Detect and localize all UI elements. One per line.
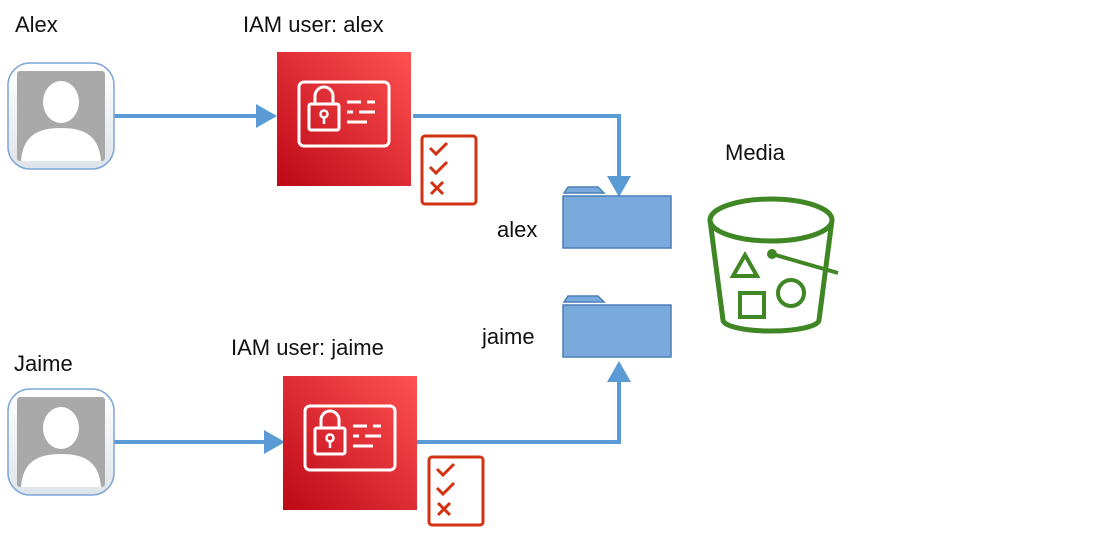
- policy-icon: [427, 455, 485, 527]
- iam-user-icon: [283, 376, 417, 510]
- user-avatar-icon: [7, 62, 115, 170]
- iam-user-label-alex: IAM user: alex: [243, 12, 384, 37]
- arrow-jaime-to-iam: [112, 430, 285, 454]
- iam-user-label-jaime: IAM user: jaime: [231, 335, 384, 360]
- arrow-iam-alex-to-folder: [413, 114, 631, 197]
- policy-icon: [420, 134, 478, 206]
- iam-user-icon: [277, 52, 411, 186]
- arrow-alex-to-iam: [112, 104, 277, 128]
- folder-label-alex: alex: [497, 217, 538, 242]
- user-name-jaime: Jaime: [14, 351, 73, 376]
- arrow-iam-jaime-to-folder: [416, 361, 631, 444]
- s3-bucket-icon: [707, 196, 839, 334]
- user-name-alex: Alex: [15, 12, 58, 37]
- user-avatar-icon: [7, 388, 115, 496]
- bucket-label: Media: [725, 140, 785, 165]
- folder-icon: [562, 295, 672, 358]
- folder-icon: [562, 186, 672, 249]
- folder-label-jaime: jaime: [482, 324, 535, 349]
